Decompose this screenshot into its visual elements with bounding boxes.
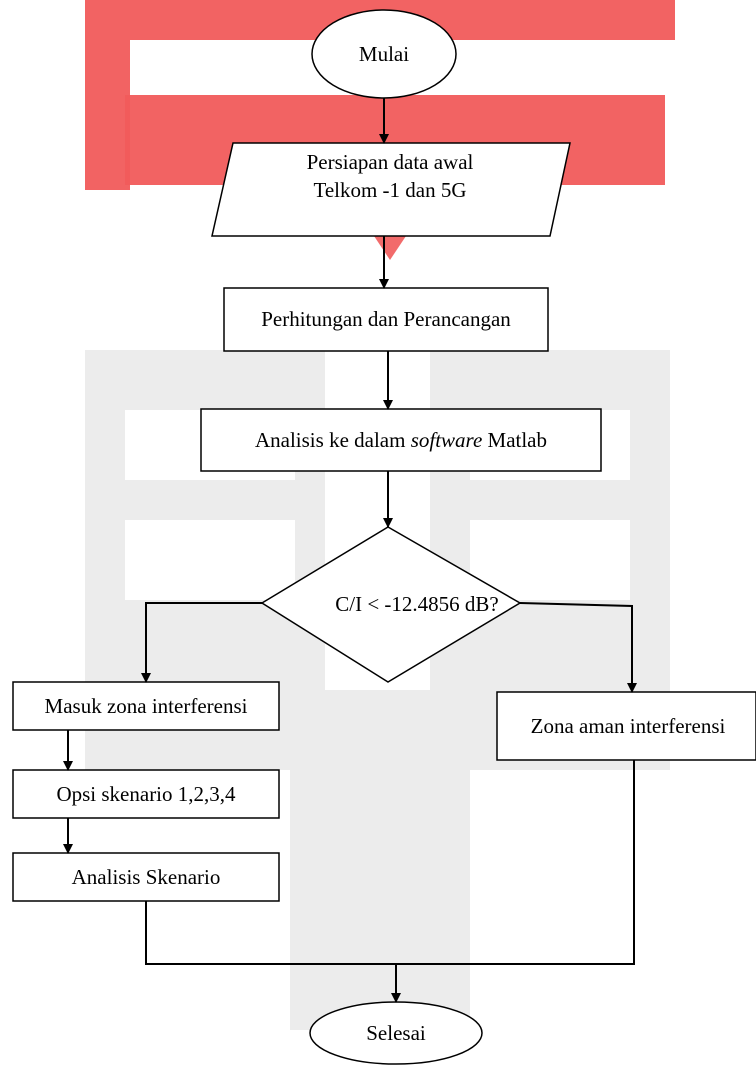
safe-zone-label: Zona aman interferensi <box>530 714 726 738</box>
input-label-line1: Persiapan data awal <box>306 150 474 174</box>
decision-diamond <box>260 526 522 683</box>
input-label-line2: Telkom -1 dan 5G <box>313 178 467 202</box>
interference-box <box>12 681 280 731</box>
interference-label: Masuk zona interferensi <box>44 694 248 718</box>
start-label: Mulai <box>358 42 410 66</box>
arrow-decision-to-safe <box>519 602 637 693</box>
scenario-option-box <box>12 769 280 819</box>
analysis-process-box <box>200 408 602 472</box>
connector-scenario-merge <box>145 760 635 965</box>
decision-label: C/I < -12.4856 dB? <box>335 592 499 616</box>
calc-process-box <box>223 287 549 352</box>
scenario-option-label: Opsi skenario 1,2,3,4 <box>56 782 236 806</box>
analysis-label-emph: software <box>410 428 483 452</box>
arrow-decision-to-interference <box>141 602 262 683</box>
scenario-analysis-label: Analisis Skenario <box>71 865 221 889</box>
watermark-red-bar <box>85 0 675 260</box>
calc-label: Perhitungan dan Perancangan <box>261 307 511 331</box>
input-parallelogram <box>211 142 571 237</box>
end-label: Selesai <box>366 1021 426 1045</box>
input-label: Persiapan data awal Telkom -1 dan 5G <box>220 148 560 204</box>
safe-zone-box <box>496 691 756 761</box>
analysis-label: Analisis ke dalam software Matlab <box>201 426 601 454</box>
analysis-label-suffix: Matlab <box>482 428 547 452</box>
analysis-label-prefix: Analisis ke dalam <box>254 428 411 452</box>
